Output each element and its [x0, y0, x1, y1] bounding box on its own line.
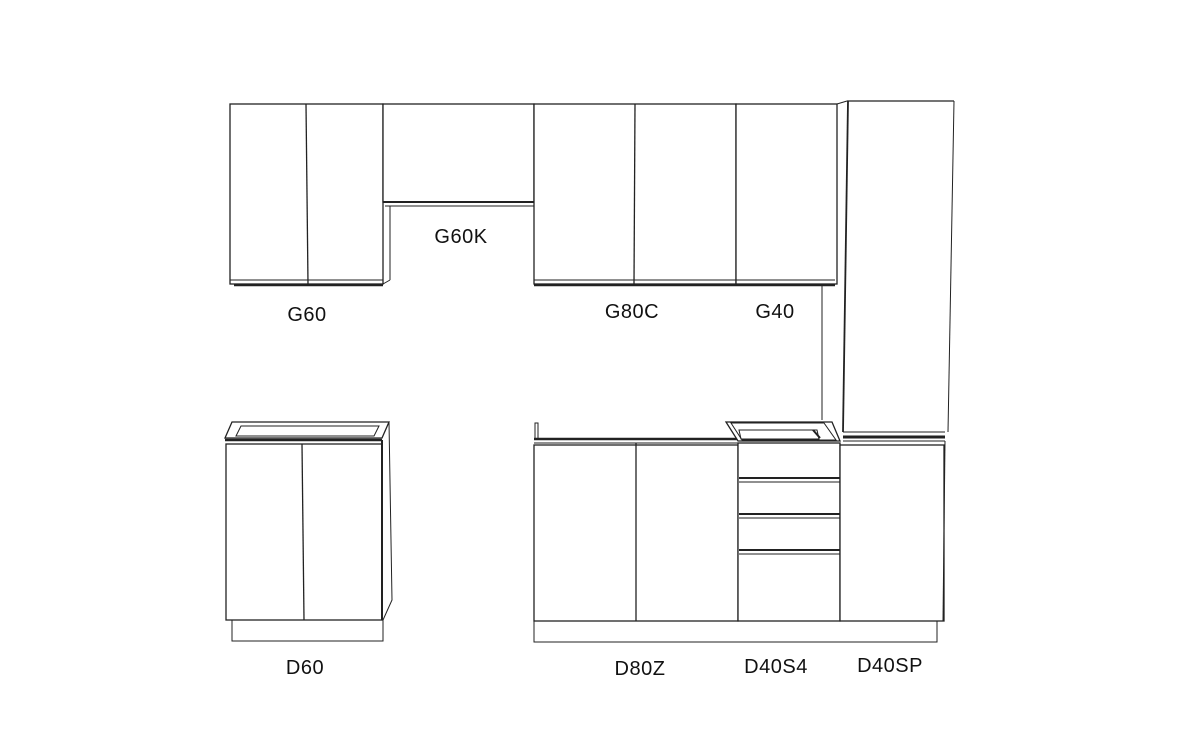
cabinet-d80z [533, 422, 739, 622]
cabinet-d40s4 [724, 421, 841, 622]
cabinet-tall-upper [836, 100, 955, 442]
cabinet-g80c [533, 103, 737, 287]
label-g60: G60 [287, 304, 327, 326]
label-g80c: G80C [604, 301, 660, 323]
label-d40s4: D40S4 [744, 656, 808, 678]
label-d60: D60 [285, 657, 325, 679]
cabinet-d40sp-lower [839, 440, 946, 622]
cabinet-g60k [382, 103, 535, 280]
label-g40: G40 [755, 301, 795, 323]
plinth-right-run [533, 620, 938, 643]
label-d40sp: D40SP [857, 655, 923, 677]
cabinet-d60 [224, 421, 393, 642]
label-d80z: D80Z [614, 658, 666, 680]
cabinet-g40 [735, 103, 838, 420]
label-g60k: G60K [434, 226, 488, 248]
cabinet-g60 [229, 103, 391, 287]
